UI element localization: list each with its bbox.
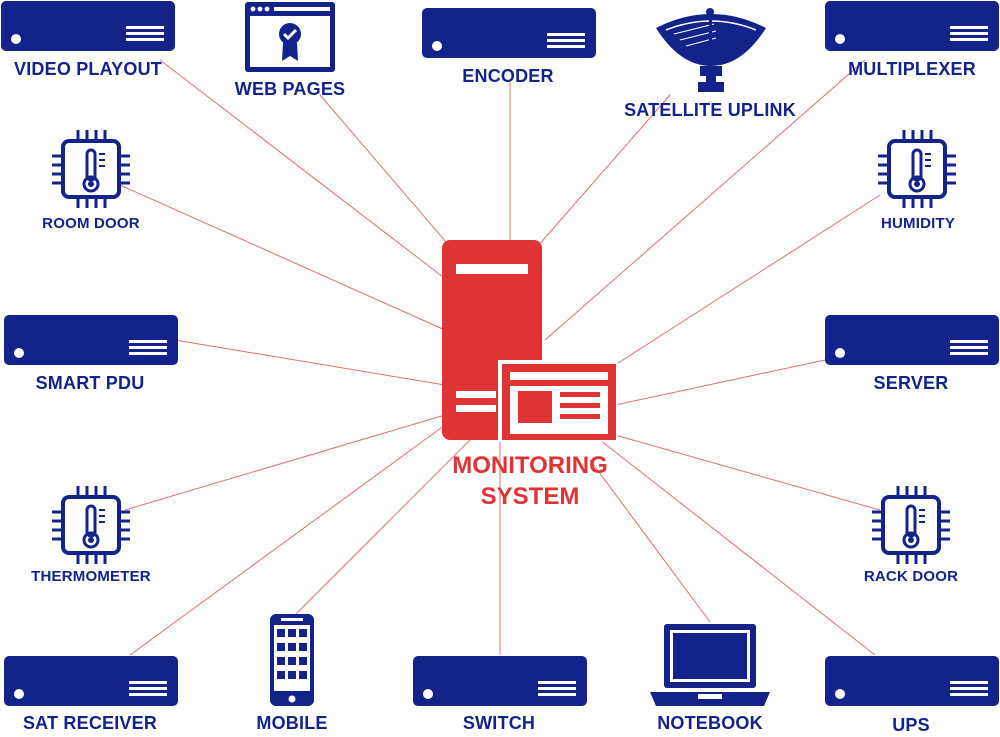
link-web-pages — [319, 94, 471, 271]
monitoring-system-label-line2: SYSTEM — [480, 483, 580, 510]
monitoring-system-label-line1: MONITORING — [452, 452, 608, 479]
monitoring-system-label: MONITORING SYSTEM — [452, 450, 608, 512]
node-label-video-playout: VIDEO PLAYOUT — [14, 59, 162, 79]
link-sat-receiver — [129, 424, 446, 656]
rack-server-icon — [825, 315, 999, 365]
node-label-smart-pdu: SMART PDU — [35, 373, 145, 393]
link-ups — [599, 439, 876, 656]
link-mobile — [294, 439, 471, 616]
node-label-sat-receiver: SAT RECEIVER — [22, 713, 158, 733]
link-rack-door — [614, 434, 881, 511]
laptop-icon — [650, 624, 770, 706]
link-server — [614, 359, 826, 406]
web-certificate-icon — [245, 2, 335, 72]
node-label-room-door: ROOM DOOR — [42, 215, 140, 232]
rack-server-icon — [825, 656, 999, 706]
rack-server-icon — [422, 8, 596, 58]
node-label-satellite-uplink: SATELLITE UPLINK — [624, 100, 796, 120]
satellite-dish-icon — [656, 8, 766, 92]
sensor-chip-icon — [52, 130, 130, 208]
node-label-humidity: HUMIDITY — [880, 215, 956, 232]
node-label-server: SERVER — [873, 373, 949, 393]
link-humidity — [614, 194, 881, 366]
link-notebook — [589, 459, 711, 623]
rack-server-icon — [825, 1, 999, 51]
sensor-chip-icon — [52, 486, 130, 564]
link-smart-pdu — [174, 339, 446, 386]
mobile-phone-icon — [270, 614, 314, 706]
rack-server-icon — [4, 656, 178, 706]
link-video-playout — [159, 59, 461, 291]
node-label-rack-door: RACK DOOR — [863, 568, 959, 585]
rack-server-icon — [413, 656, 587, 706]
link-multiplexer — [544, 59, 866, 341]
rack-server-icon — [1, 1, 175, 51]
link-satellite-uplink — [529, 94, 671, 256]
sensor-chip-icon — [878, 130, 956, 208]
monitoring-server-icon — [442, 240, 618, 442]
node-label-web-pages: WEB PAGES — [234, 79, 346, 99]
node-label-thermometer: THERMOMETER — [31, 568, 151, 585]
node-label-encoder: ENCODER — [462, 66, 554, 86]
sensor-chip-icon — [872, 486, 950, 564]
node-label-ups: UPS — [892, 715, 930, 735]
node-label-notebook: NOTEBOOK — [657, 713, 763, 733]
link-thermometer — [124, 414, 446, 511]
rack-server-icon — [4, 315, 178, 365]
node-label-switch: SWITCH — [462, 713, 536, 733]
link-room-door — [119, 184, 446, 331]
node-label-mobile: MOBILE — [256, 713, 328, 733]
node-label-multiplexer: MULTIPLEXER — [848, 59, 976, 79]
